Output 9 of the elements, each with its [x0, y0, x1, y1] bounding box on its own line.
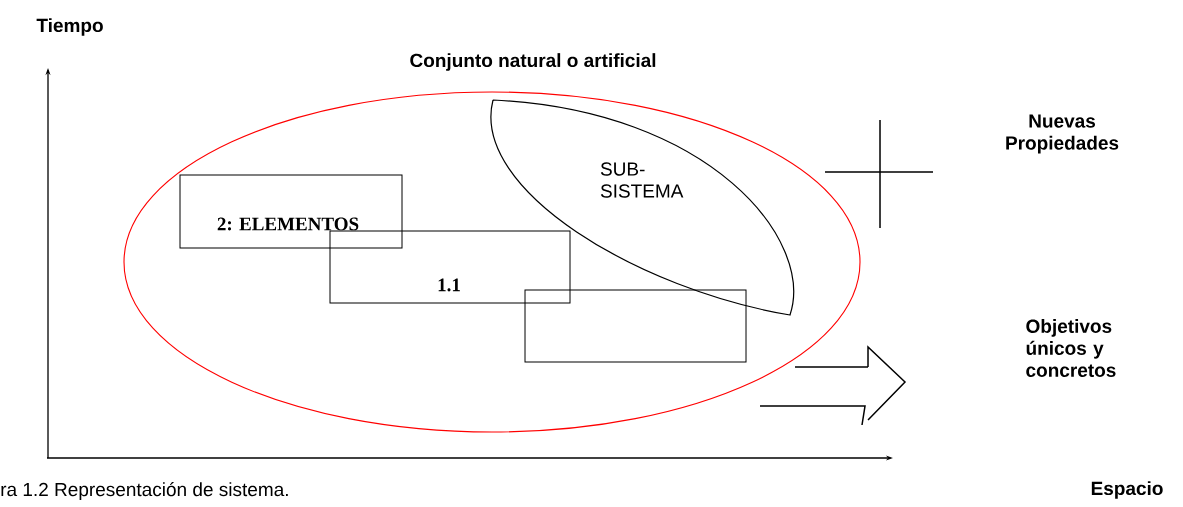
element-box: 1.1	[329, 230, 571, 304]
heading: Conjunto natural o artificial	[410, 53, 656, 71]
caption: ra 1.2 Representación de sistema.	[1, 482, 288, 500]
label: Tiempo	[36, 18, 103, 36]
label: Nuevas Propiedades	[1006, 114, 1119, 154]
element-box	[524, 289, 747, 363]
element-box: 2: ELEMENTOS	[179, 174, 403, 249]
label: Objetivos únicos y concretos	[1026, 319, 1116, 377]
label: Espacio	[1091, 481, 1163, 499]
